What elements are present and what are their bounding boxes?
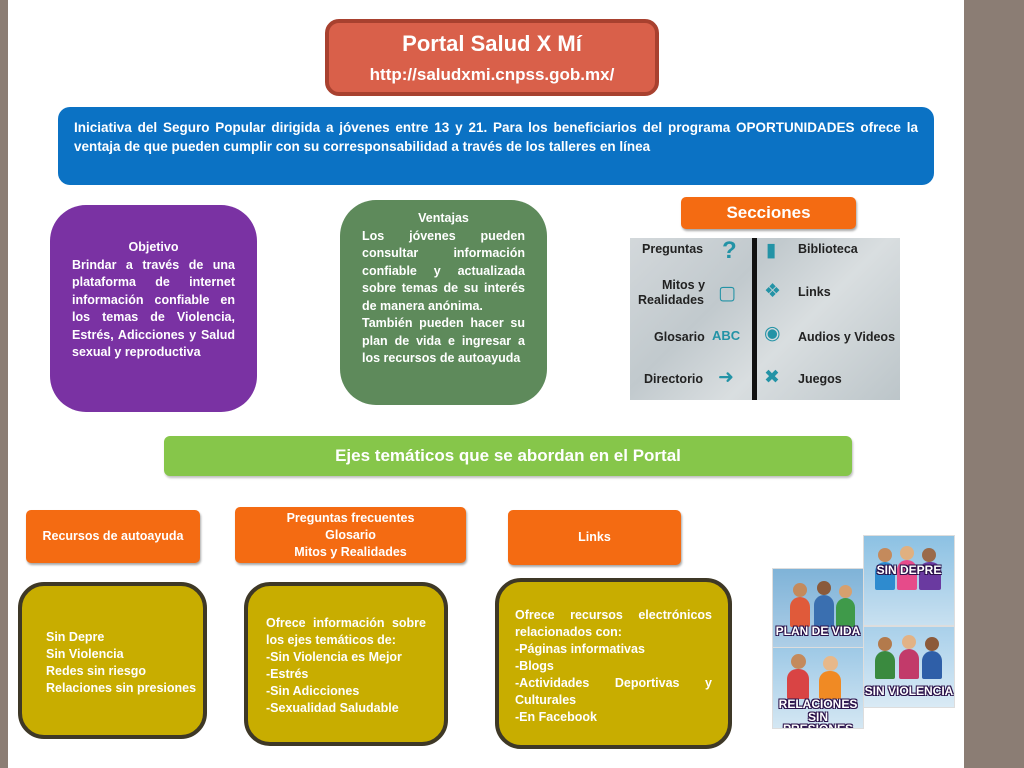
list-item: -Blogs: [515, 659, 554, 673]
box3-intro: Ofrece recursos electrónicos relacionado…: [515, 608, 712, 639]
person-figure: [878, 548, 892, 562]
poster-violencia-label: SIN VIOLENCIA: [864, 684, 954, 698]
poster-sin-depre: SIN DEPRE: [863, 535, 955, 626]
sec-links: Links: [798, 285, 831, 299]
person-figure: [823, 656, 838, 671]
list-item: Sin Violencia: [46, 647, 124, 661]
person-figure: [900, 546, 914, 560]
video-camera-icon: ◉: [764, 323, 781, 344]
book-icon: ▮: [766, 240, 777, 261]
person-figure: [897, 560, 917, 590]
secciones-button: Secciones: [681, 197, 856, 229]
list-item: -Sin Violencia es Mejor: [266, 650, 402, 664]
list-item: -Estrés: [266, 667, 309, 681]
ventajas-heading: Ventajas: [418, 211, 469, 225]
chat-bubble-icon: ▢: [718, 283, 736, 304]
person-figure: [919, 562, 941, 590]
sec-directorio: Directorio: [644, 372, 704, 386]
list-item: Relaciones sin presiones: [46, 681, 197, 695]
list-item: -Actividades Deportivas y Culturales: [515, 676, 712, 707]
person-figure: [875, 651, 895, 679]
secciones-image: Preguntas ? Mitos y Realidades ▢ Glosari…: [630, 237, 900, 400]
recursos-list-box: Sin Depre Sin Violencia Redes sin riesgo…: [18, 582, 207, 739]
gamepad-icon: ✖: [764, 367, 780, 388]
person-figure: [791, 654, 806, 669]
list-item: -Sexualidad Saludable: [266, 701, 399, 715]
sec-preguntas: Preguntas: [642, 242, 704, 256]
sec-glosario: Glosario: [654, 330, 705, 344]
sec-mitos: Mitos y: [662, 278, 706, 292]
question-icon: ?: [722, 237, 737, 264]
links-info-box: Ofrece recursos electrónicos relacionado…: [495, 578, 732, 749]
abc-icon: ABC: [712, 328, 741, 343]
box2-intro: Ofrece información sobre los ejes temáti…: [266, 616, 426, 647]
person-figure: [925, 637, 939, 651]
poster-sin-violencia: SIN VIOLENCIA: [863, 626, 955, 708]
intro-box: Iniciativa del Seguro Popular dirigida a…: [58, 107, 934, 185]
links-button: Links: [508, 510, 681, 565]
sec-juegos: Juegos: [798, 372, 842, 386]
btn-mitos: Mitos y Realidades: [294, 545, 407, 559]
ejes-banner: Ejes temáticos que se abordan en el Port…: [164, 436, 852, 476]
person-figure: [875, 562, 895, 590]
ejes-info-box: Ofrece información sobre los ejes temáti…: [244, 582, 448, 746]
poster-plan-label: PLAN DE VIDA: [775, 624, 861, 638]
sec-audios: Audios y Videos: [798, 330, 896, 344]
person-figure: [839, 585, 852, 598]
title-box: Portal Salud X Mí http://saludxmi.cnpss.…: [325, 19, 659, 96]
objetivo-text: Brindar a través de una plataforma de in…: [72, 257, 235, 360]
person-figure: [836, 598, 855, 627]
list-item: -Páginas informativas: [515, 642, 645, 656]
person-figure: [899, 649, 919, 679]
link-network-icon: ❖: [764, 281, 782, 302]
sec-realidades: Realidades: [638, 293, 705, 307]
person-figure: [819, 671, 841, 699]
poster-plan-de-vida: PLAN DE VIDA: [772, 568, 864, 662]
ventajas-box: Ventajas Los jóvenes pueden consultar in…: [340, 200, 547, 405]
person-figure: [902, 635, 916, 649]
btn-preguntas-frecuentes: Preguntas frecuentes: [286, 511, 415, 525]
list-item: -En Facebook: [515, 710, 597, 724]
poster-depre-label: SIN DEPRE: [876, 563, 942, 577]
secciones-divider: [752, 238, 757, 400]
ventajas-text-1: Los jóvenes pueden consultar información…: [362, 228, 525, 313]
recursos-autoayuda-button: Recursos de autoayuda: [26, 510, 200, 563]
objetivo-box: Objetivo Brindar a través de una platafo…: [50, 205, 257, 412]
sec-biblioteca: Biblioteca: [798, 242, 858, 256]
list-item: Redes sin riesgo: [46, 664, 147, 678]
objetivo-heading: Objetivo: [128, 240, 179, 254]
person-figure: [922, 548, 936, 562]
poster-relaciones-sin-presiones: RELACIONES SIN PRESIONES: [772, 647, 864, 729]
person-figure: [793, 583, 807, 597]
poster-relaciones-label-2: SIN PRESIONES: [782, 710, 854, 729]
arrow-right-icon: ➜: [718, 367, 734, 388]
poster-relaciones-label-1: RELACIONES: [778, 697, 858, 711]
person-figure: [922, 651, 942, 679]
preguntas-glosario-mitos-button: Preguntas frecuentes Glosario Mitos y Re…: [235, 507, 466, 563]
portal-url: http://saludxmi.cnpss.gob.mx/: [369, 65, 615, 84]
list-item: -Sin Adicciones: [266, 684, 360, 698]
list-item: Sin Depre: [46, 630, 105, 644]
ventajas-text-2: También pueden hacer su plan de vida e i…: [362, 316, 525, 365]
btn-glosario: Glosario: [325, 528, 376, 542]
person-figure: [790, 597, 810, 627]
person-figure: [787, 669, 809, 699]
person-figure: [878, 637, 892, 651]
portal-title: Portal Salud X Mí: [402, 31, 582, 56]
person-figure: [817, 581, 831, 595]
person-figure: [814, 595, 834, 627]
slide-sheet: Portal Salud X Mí http://saludxmi.cnpss.…: [8, 0, 964, 768]
